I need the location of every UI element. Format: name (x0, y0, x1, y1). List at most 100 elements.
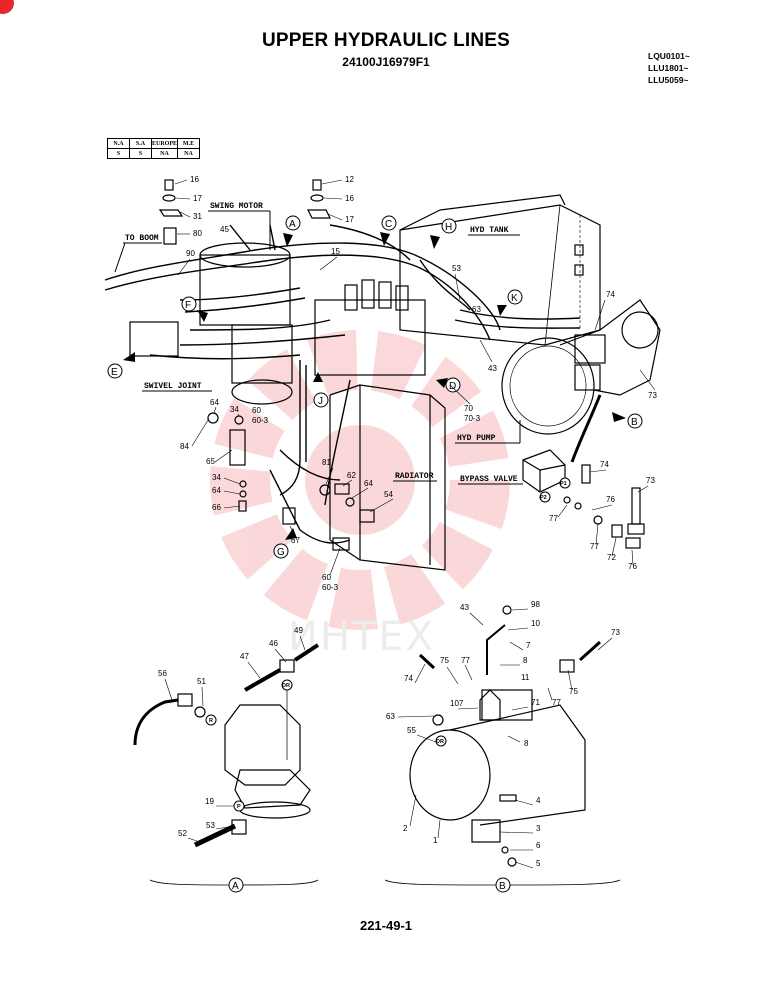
leader-line (223, 490, 241, 495)
leader-line (591, 504, 613, 511)
leader-line (514, 799, 534, 806)
leader-line (594, 299, 606, 331)
part-number-label: 53 (206, 821, 215, 830)
serial-range: LQU0101~ (648, 51, 690, 61)
leader-line (369, 498, 394, 513)
leader-line (514, 861, 534, 869)
region-value-cell: NA (177, 148, 201, 159)
leader-line (547, 687, 553, 701)
watermark-text: ИНТЕХ (288, 614, 435, 660)
callout-g: G (273, 543, 289, 559)
part-number-label: 4 (536, 796, 541, 805)
leader-line (479, 339, 493, 363)
part-number-label: 43 (460, 603, 469, 612)
part-number-label: 60 (322, 573, 331, 582)
detail-a-swing-motor (133, 643, 320, 886)
part-number-label: 67 (291, 536, 300, 545)
svg-text:P1: P1 (560, 481, 567, 487)
arrow-icon (123, 352, 135, 362)
part-number-label: 64 (210, 398, 219, 407)
part-number-label: 73 (611, 628, 620, 637)
callout-h: H (441, 218, 457, 234)
leader-line (454, 273, 461, 301)
part-number-label: 8 (523, 656, 528, 665)
leader-line (499, 831, 534, 834)
part-number-label: 70-3 (464, 414, 481, 423)
callout-d: D (445, 377, 461, 393)
region-value-cell: NA (150, 148, 179, 159)
part-number-label: 34 (230, 405, 239, 414)
part-number-label: 65 (206, 457, 215, 466)
leader-line (464, 664, 473, 681)
arrow-icon (430, 235, 440, 249)
part-number-label: 7 (526, 641, 531, 650)
leader-line (174, 179, 188, 185)
hyd-pump-label: HYD PUMP (457, 434, 496, 443)
part-number-label: 19 (205, 797, 214, 806)
part-number-label: 60-3 (322, 583, 339, 592)
part-number-label: 73 (646, 476, 655, 485)
serial-range: LLU5059~ (648, 75, 689, 85)
part-number-label: 6 (536, 841, 541, 850)
region-value-row: S S NA NA (107, 148, 201, 159)
part-number-label: 72 (607, 553, 616, 562)
leader-line (179, 211, 191, 218)
leader-line (437, 819, 441, 839)
part-number-label: 45 (220, 225, 229, 234)
part-number-label: 2 (403, 824, 408, 833)
part-number-label: 76 (628, 562, 637, 571)
part-number-label: 63 (386, 712, 395, 721)
loose-fittings (207, 412, 375, 551)
corner-marker (0, 0, 14, 14)
leader-line (299, 635, 306, 651)
callout-detail-a: A (228, 877, 244, 893)
leader-line (164, 678, 173, 701)
part-number-label: 107 (450, 699, 464, 708)
callout-j: J (313, 392, 329, 408)
leader-line (351, 487, 369, 499)
hyd-tank-label: HYD TANK (470, 226, 509, 235)
leader-line (223, 505, 241, 509)
swing-motor (199, 242, 291, 326)
part-number: 24100J16979F1 (342, 55, 430, 69)
part-number-label: 16 (345, 194, 354, 203)
part-number-label: 8 (524, 739, 529, 748)
svg-text:F: F (185, 300, 191, 311)
leader-line (507, 735, 521, 743)
part-number-label: 64 (212, 486, 221, 495)
leader-line (446, 666, 459, 685)
leader-line (319, 256, 338, 271)
fittings-top (158, 179, 331, 245)
part-number-label: 16 (190, 175, 199, 184)
part-number-label: 77 (549, 514, 558, 523)
part-number-label: 3 (536, 824, 541, 833)
callout-c: C (381, 215, 397, 231)
to-boom-label: TO BOOM (125, 234, 159, 243)
serial-range-list: LQU0101~ LLU1801~ LLU5059~ (648, 50, 690, 86)
leader-line (177, 258, 191, 276)
hydraulic-tank (399, 194, 601, 346)
svg-text:A: A (232, 881, 239, 892)
leader-line (449, 384, 471, 405)
port-dr-b: DR (435, 735, 447, 747)
svg-text:B: B (499, 881, 506, 892)
port-dr-a: DR (281, 679, 293, 691)
leader-line (416, 734, 437, 743)
arrow-icon (380, 232, 390, 246)
part-number-label: 74 (404, 674, 413, 683)
part-number-label: 11 (521, 673, 530, 682)
leader-line (511, 706, 529, 711)
part-number-label: 77 (461, 656, 470, 665)
part-number-label: 51 (197, 677, 206, 686)
arrow-icon (612, 412, 626, 422)
svg-text:E: E (111, 367, 118, 378)
part-number-label: 84 (180, 442, 189, 451)
leader-line (323, 197, 343, 200)
part-number-label: 71 (531, 698, 540, 707)
swing-motor-label: SWING MOTOR (210, 202, 263, 211)
svg-text:C: C (385, 219, 392, 230)
part-number-label: 12 (345, 175, 354, 184)
leader-line (213, 406, 217, 414)
